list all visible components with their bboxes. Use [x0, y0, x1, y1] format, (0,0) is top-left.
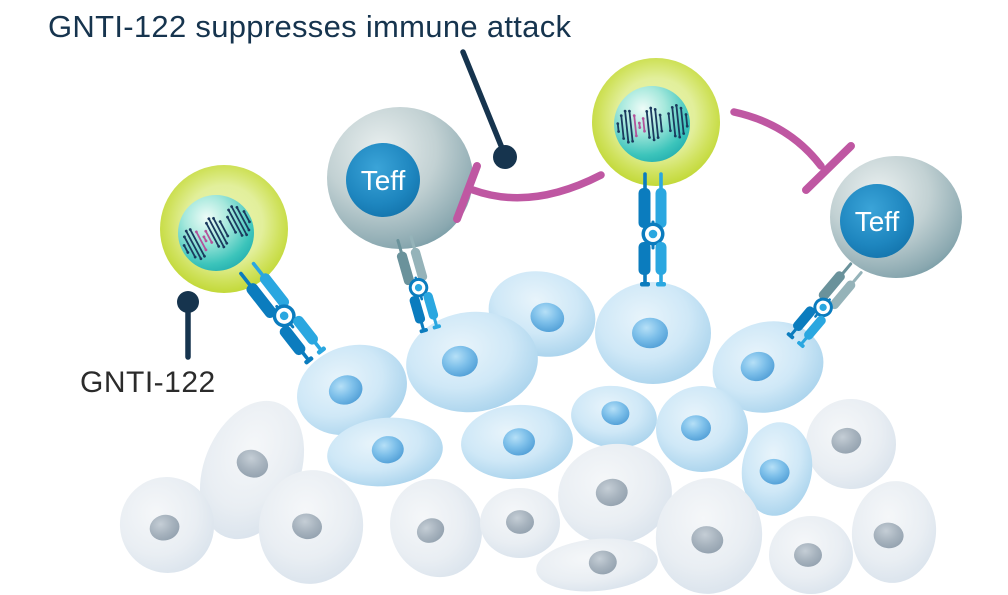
target-cell-pale: [536, 538, 658, 592]
target-cell-blue: [297, 344, 407, 436]
cell-nucleus: [873, 522, 904, 549]
dna-helix-icon: [616, 104, 689, 144]
inhibition-arrow: [730, 108, 855, 194]
drug-pin-dot: [177, 291, 199, 313]
teff-label: Teff: [855, 206, 900, 237]
teff-label: Teff: [361, 165, 406, 196]
cell-nucleus: [236, 449, 269, 478]
target-cell-pale: [806, 399, 896, 489]
teff-cell: Teff: [830, 156, 962, 278]
cell-nucleus: [530, 302, 565, 333]
inhibition-curve: [469, 171, 605, 202]
cell-nucleus: [759, 458, 790, 485]
teff-nucleus: [840, 184, 914, 258]
cell-nucleus: [506, 510, 534, 534]
receptors-layer: [239, 172, 863, 365]
callouts-layer: GNTI-122 suppresses immune attack GNTI-1…: [48, 9, 572, 399]
target-cell-blue: [461, 404, 573, 480]
target-cell-pale: [851, 481, 937, 583]
target-cell-pale: [258, 470, 364, 584]
target-cell-pale: [558, 443, 672, 545]
cell-nucleus: [588, 550, 617, 575]
target-cell-pale: [119, 477, 215, 573]
target-cell-blue: [656, 386, 748, 472]
cell-nucleus: [441, 345, 478, 377]
target-cell-blue: [406, 311, 538, 413]
cell-nucleus: [601, 401, 630, 426]
cell-nucleus: [691, 526, 724, 554]
cell-nucleus: [149, 514, 180, 541]
cell-nucleus: [794, 543, 822, 567]
target-cell-mound: [119, 271, 937, 594]
title-pointer-line: [460, 49, 505, 151]
tcr-engagement-icon: [786, 262, 863, 348]
target-cell-pale: [390, 478, 482, 578]
tcr-engagement-icon: [396, 235, 442, 334]
target-cell-blue: [327, 417, 443, 487]
cell-nucleus: [371, 436, 404, 464]
car-receptor-icon: [638, 172, 667, 287]
dna-helix-icon: [182, 205, 251, 261]
dna-ball: [178, 195, 254, 271]
target-cell-blue: [595, 282, 711, 384]
target-cell-blue: [712, 321, 824, 413]
cell-body: [258, 470, 364, 584]
cell-nucleus: [503, 428, 535, 456]
title-pointer-dot: [493, 145, 517, 169]
target-cell-pale: [769, 516, 853, 594]
cell-nucleus: [632, 317, 668, 349]
cell-nucleus: [831, 427, 862, 454]
cell-nucleus: [681, 415, 711, 441]
inhibition-curve: [730, 108, 825, 170]
dna-ball: [614, 86, 690, 162]
drug-name-label: GNTI-122: [80, 366, 216, 399]
engineered-treg-cell: [160, 165, 288, 293]
cell-nucleus: [292, 513, 322, 540]
diagram-title: GNTI-122 suppresses immune attack: [48, 9, 572, 44]
suppression-arrows-layer: [453, 108, 855, 223]
target-cell-blue: [571, 385, 657, 449]
car-receptor-icon: [239, 261, 326, 365]
cell-nucleus: [328, 375, 363, 405]
target-cell-pale: [655, 478, 763, 594]
target-cell-pale: [480, 488, 560, 558]
cell-nucleus: [740, 351, 775, 382]
inhibition-t-bar: [453, 162, 481, 223]
teff-nucleus: [346, 143, 420, 217]
cell-nucleus: [595, 478, 628, 507]
target-cell-blue: [741, 422, 813, 516]
engineered-treg-cell: [592, 58, 720, 186]
inhibition-arrow: [453, 162, 605, 223]
teff-cell: Teff: [327, 107, 473, 249]
cell-nucleus: [416, 518, 445, 543]
inhibition-t-bar: [802, 142, 855, 194]
